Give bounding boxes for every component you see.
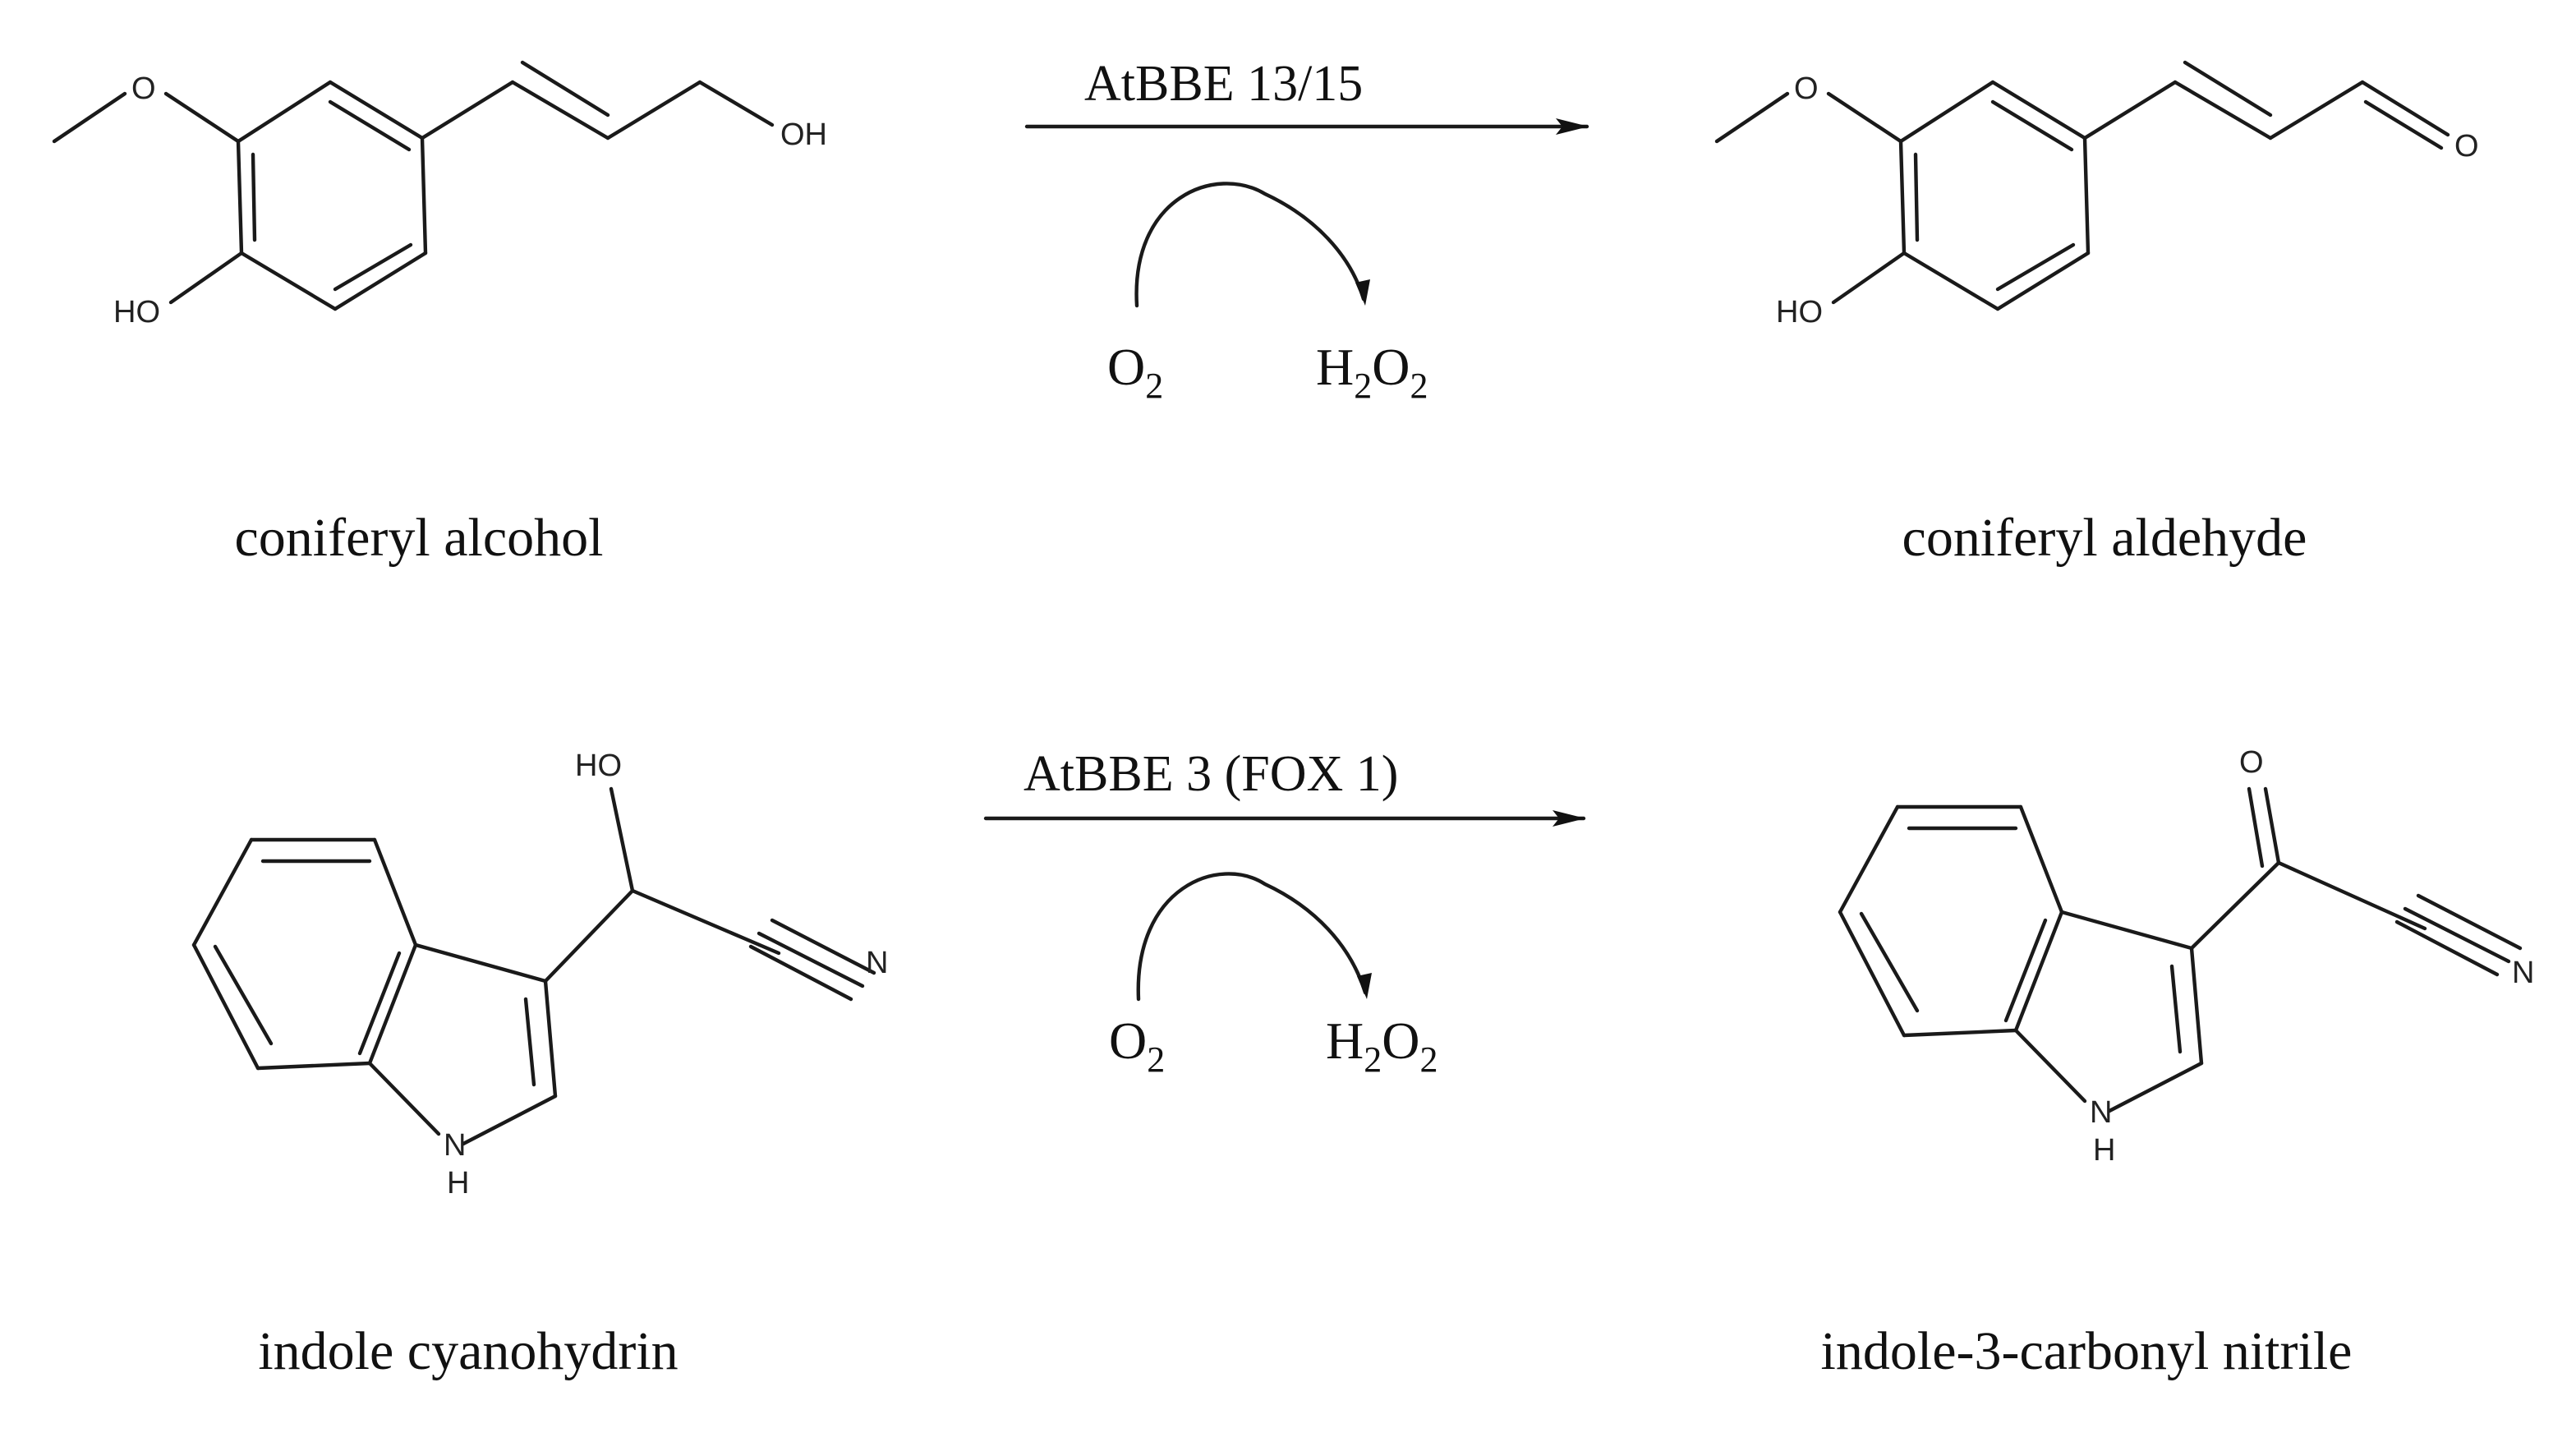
substrate-name-1: coniferyl alcohol — [235, 508, 604, 568]
atom-o-methoxy: O — [131, 71, 156, 106]
atom-hydroxyl: HO — [1776, 295, 1823, 329]
substrate-name-2: indole cyanohydrin — [258, 1321, 678, 1381]
atom-terminal-oh: OH — [780, 117, 827, 152]
coproduct-h2o2: H2O2 — [1326, 1011, 1438, 1080]
product-name-1: coniferyl aldehyde — [1902, 508, 2307, 568]
curved-arrow-icon — [1134, 182, 1366, 308]
cosubstrate-o2: O2 — [1107, 338, 1163, 406]
molecule-indole-cyanohydrin: N H HO N — [191, 749, 888, 1200]
curved-arrow-icon — [1136, 872, 1368, 1002]
atom-ring-n: N — [444, 1128, 466, 1163]
atom-ring-h: H — [2093, 1133, 2115, 1168]
atom-o-methoxy: O — [1794, 71, 1819, 106]
molecule-coniferyl-aldehyde: O HO O — [1714, 60, 2479, 329]
atom-carbonyl-o: O — [2454, 129, 2479, 164]
molecule-coniferyl-alcohol: O HO OH — [52, 60, 827, 329]
atom-nitrile-n: N — [2512, 956, 2534, 990]
atom-hydroxyl: HO — [113, 295, 160, 329]
atom-carbonyl-o: O — [2239, 745, 2264, 780]
coproduct-h2o2: H2O2 — [1316, 338, 1428, 406]
molecule-indole-3-carbonyl-nitrile: N H O N — [1838, 745, 2534, 1168]
cosubstrate-o2: O2 — [1109, 1011, 1165, 1080]
product-name-2: indole-3-carbonyl nitrile — [1821, 1321, 2353, 1381]
enzyme-label-1: AtBBE 13/15 — [1084, 56, 1363, 112]
reaction-arrow-1: AtBBE 13/15 O2 H2O2 — [1024, 56, 1589, 406]
atom-nitrile-n: N — [866, 946, 888, 980]
atom-ring-h: H — [447, 1166, 469, 1200]
atom-hydroxyl: HO — [575, 749, 622, 783]
reaction-arrow-2: AtBBE 3 (FOX 1) O2 H2O2 — [983, 746, 1586, 1080]
enzyme-label-2: AtBBE 3 (FOX 1) — [1024, 746, 1398, 802]
atom-ring-n: N — [2090, 1095, 2112, 1130]
